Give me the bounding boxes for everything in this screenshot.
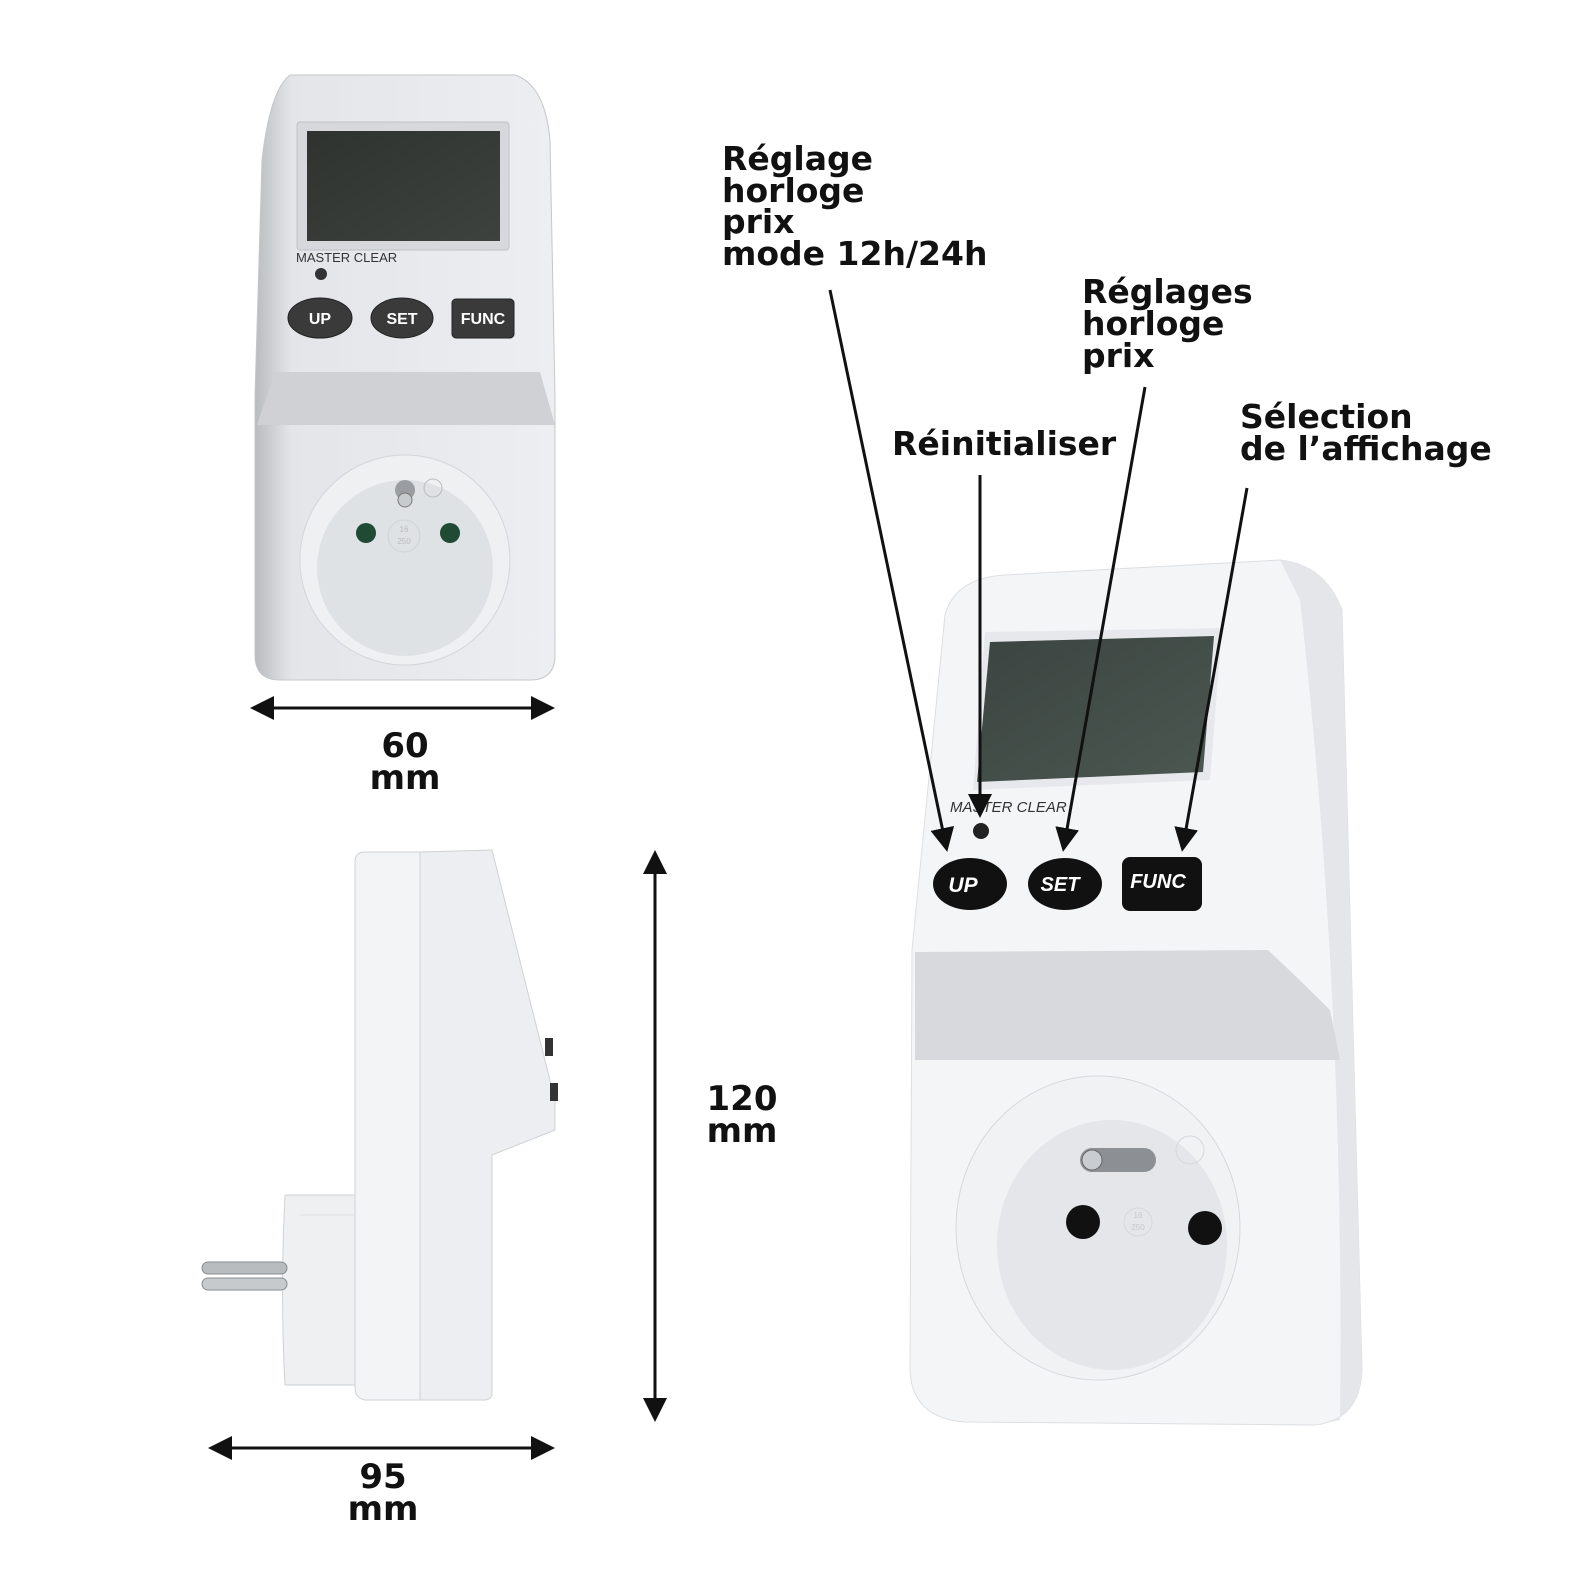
svg-text:horloge: horloge bbox=[722, 171, 864, 210]
socket: 16 250 bbox=[299, 454, 511, 666]
socket: 16 250 bbox=[955, 1075, 1241, 1381]
plug-pin bbox=[201, 1277, 288, 1291]
svg-text:SET: SET bbox=[386, 311, 417, 328]
callout-func: Sélection de l’affichage bbox=[1174, 397, 1492, 852]
plug-pin bbox=[201, 1261, 288, 1275]
svg-text:Réinitialiser: Réinitialiser bbox=[892, 424, 1117, 463]
socket-rating-amps: 16 bbox=[1134, 1211, 1143, 1220]
depth-value: 95 bbox=[359, 1457, 406, 1497]
master-clear-label: MASTER CLEAR bbox=[950, 799, 1067, 816]
svg-text:Réglage: Réglage bbox=[722, 139, 873, 178]
svg-text:prix: prix bbox=[722, 202, 795, 241]
svg-text:UP: UP bbox=[948, 874, 978, 897]
svg-text:de l’affichage: de l’affichage bbox=[1240, 429, 1492, 468]
svg-text:prix: prix bbox=[1082, 336, 1155, 375]
svg-text:FUNC: FUNC bbox=[1130, 871, 1186, 893]
svg-text:SET: SET bbox=[1041, 874, 1082, 896]
callout-set: Réglages horloge prix bbox=[1055, 272, 1253, 852]
svg-text:UP: UP bbox=[309, 311, 332, 328]
callout-up: Réglage horloge prix mode 12h/24h bbox=[722, 139, 987, 852]
master-clear-reset-hole[interactable] bbox=[315, 268, 327, 280]
svg-text:mode 12h/24h: mode 12h/24h bbox=[722, 234, 987, 273]
socket-rating-volts: 250 bbox=[1131, 1223, 1145, 1232]
callout-arrow bbox=[1055, 386, 1147, 852]
perspective-view-device: MASTER CLEAR UP SET FUNC 16 250 bbox=[909, 559, 1363, 1426]
lcd-screen bbox=[977, 636, 1214, 782]
up-button[interactable]: UP bbox=[933, 858, 1007, 910]
func-button[interactable]: FUNC bbox=[1122, 857, 1202, 911]
set-button[interactable]: SET bbox=[1028, 858, 1102, 910]
front-view-device: MASTER CLEAR UP SET FUNC 16 250 bbox=[254, 74, 556, 681]
height-unit: mm bbox=[707, 1111, 778, 1151]
master-clear-label: MASTER CLEAR bbox=[296, 250, 397, 265]
svg-text:Sélection: Sélection bbox=[1240, 397, 1413, 436]
width-value: 60 bbox=[381, 726, 428, 766]
func-button[interactable]: FUNC bbox=[451, 298, 515, 339]
height-value: 120 bbox=[707, 1079, 778, 1119]
socket-rating-volts: 250 bbox=[397, 537, 411, 546]
callout-reset: Réinitialiser bbox=[892, 424, 1117, 818]
socket-rating-amps: 16 bbox=[400, 525, 409, 534]
width-unit: mm bbox=[370, 758, 441, 798]
callout-arrow bbox=[1174, 487, 1249, 852]
depth-unit: mm bbox=[348, 1489, 419, 1529]
svg-text:horloge: horloge bbox=[1082, 304, 1224, 343]
set-button[interactable]: SET bbox=[370, 297, 434, 339]
master-clear-reset-hole[interactable] bbox=[973, 823, 989, 839]
side-view-device bbox=[201, 849, 558, 1401]
svg-text:Réglages: Réglages bbox=[1082, 272, 1253, 311]
callout-arrow bbox=[828, 289, 955, 852]
lcd-screen bbox=[307, 131, 500, 241]
svg-text:FUNC: FUNC bbox=[461, 311, 506, 328]
up-button[interactable]: UP bbox=[287, 297, 353, 339]
